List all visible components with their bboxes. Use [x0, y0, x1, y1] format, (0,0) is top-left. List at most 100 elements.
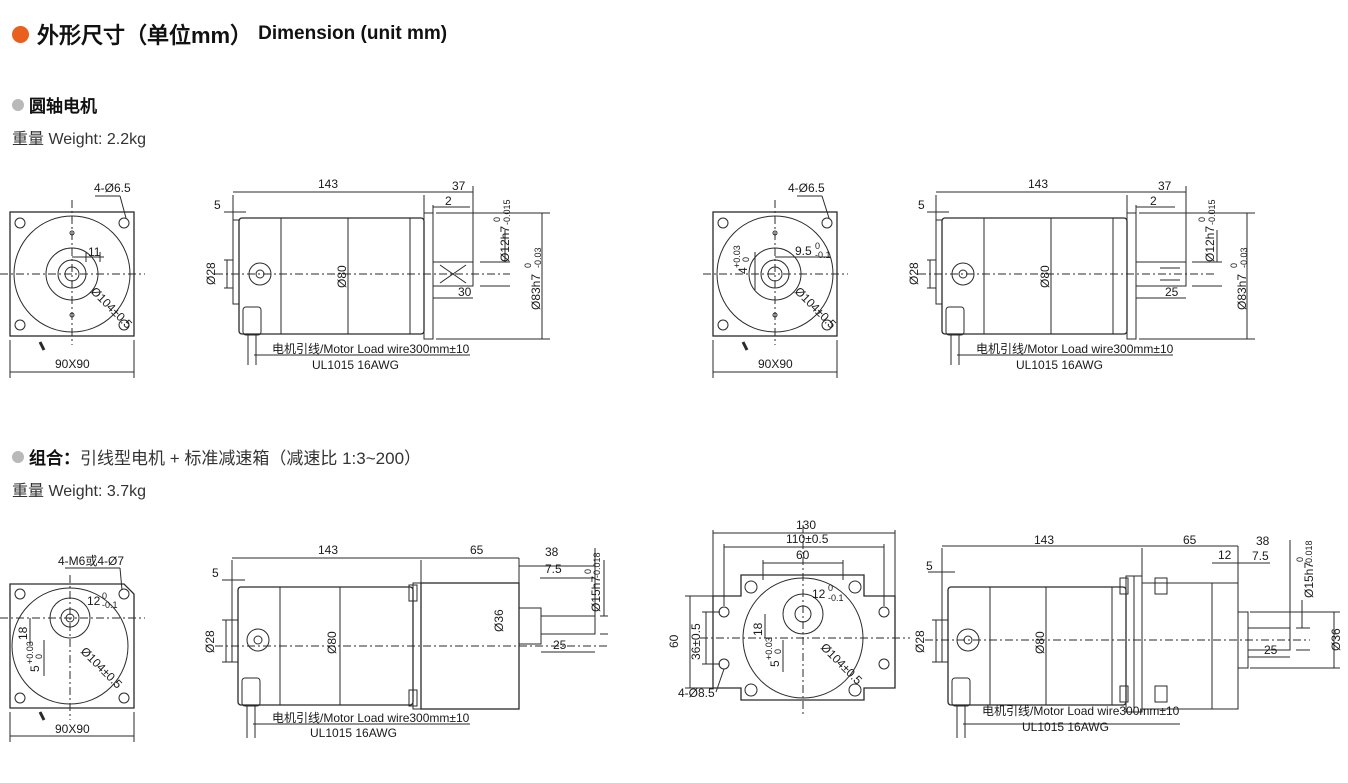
section1-heading: 圆轴电机 [12, 92, 97, 117]
key5-tol-lower-2: 0 [773, 649, 783, 654]
length-2-label-2: 2 [1150, 194, 1157, 208]
key95-tol-lower: -0.1 [815, 250, 831, 260]
shaft12-tol-upper-2: 0 [1197, 217, 1207, 222]
holes-85-label: 4-Ø8.5 [678, 686, 715, 700]
pcd-label: Ø104±0.5 [88, 284, 135, 331]
length-25-label-2: 25 [553, 638, 567, 652]
shaft12-tol-lower: -0.015 [502, 199, 512, 225]
key5-tol-lower: 0 [34, 654, 44, 659]
pilot83-label-2: Ø83h7 [1235, 274, 1249, 310]
frame-size-label-3: 90X90 [55, 722, 90, 736]
gray-bullet-icon [12, 98, 24, 111]
key12-tol-upper-2: 0 [828, 583, 833, 593]
side-view-gearbox-1 [215, 548, 610, 738]
length-37-label: 37 [452, 179, 466, 193]
length-37-label-2: 37 [1158, 179, 1172, 193]
wire-label-2: 电机引线/Motor Load wire300mm±10 [976, 342, 1174, 356]
holes-m6-label: 4-M6或4-Ø7 [58, 554, 124, 568]
section1-weight: 重量 Weight: 2.2kg [12, 125, 146, 149]
shaft12-label-2: Ø12h7 [1203, 226, 1217, 262]
length-12-label: 12 [1218, 548, 1232, 562]
frame-size-label-2: 90X90 [758, 357, 793, 371]
front-view-gearbox-2 [685, 525, 910, 715]
key-width-label: 11 [88, 245, 101, 259]
length-143-label-4: 143 [1034, 533, 1054, 547]
awg-label-3: UL1015 16AWG [310, 726, 397, 740]
front-view-round-shaft-1 [0, 195, 145, 378]
key12-tol-upper: 0 [102, 591, 107, 601]
shaft15-tol-lower: -0.018 [592, 552, 602, 578]
length-5-label-4: 5 [926, 559, 933, 573]
side-view-round-shaft-2 [918, 186, 1255, 365]
length-38-label-2: 38 [1256, 534, 1270, 548]
pcd-label-4: Ø104±0.5 [818, 640, 865, 687]
front-view-gearbox-1 [0, 567, 145, 742]
section1-weight-value: Weight: 2.2kg [48, 131, 147, 148]
d28-label: Ø28 [204, 262, 218, 285]
key5-tol-upper: +0.03 [25, 641, 35, 664]
key5-label: 5 [28, 665, 42, 672]
length-30-label: 30 [458, 285, 472, 299]
d80-label-3: Ø80 [325, 631, 339, 654]
section1-weight-label: 重量 [12, 131, 45, 148]
key12-label-2: 12 [812, 587, 826, 601]
header-title-cn: 外形尺寸（单位mm） [37, 23, 253, 48]
key12-tol-lower-2: -0.1 [828, 593, 844, 603]
section1-title: 圆轴电机 [29, 97, 97, 116]
gray-bullet-icon [12, 450, 24, 463]
shaft15-tol-upper: 0 [583, 569, 593, 574]
wire-label-4: 电机引线/Motor Load wire300mm±10 [982, 704, 1180, 718]
shaft12-tol-upper: 0 [492, 217, 502, 222]
section2-desc: 引线型电机 + 标准减速箱（减速比 1:3~200） [80, 449, 422, 468]
d36-label: Ø36 [492, 609, 506, 632]
length-143-label-2: 143 [1028, 177, 1048, 191]
page-header: 外形尺寸（单位mm） Dimension (unit mm) [12, 18, 447, 50]
wire-label-3: 电机引线/Motor Load wire300mm±10 [272, 711, 470, 725]
key12-tol-lower: -0.1 [102, 600, 118, 610]
shaft12-label: Ø12h7 [498, 226, 512, 262]
key18-label-2: 18 [751, 622, 765, 636]
length-5-label-2: 5 [918, 198, 925, 212]
length-38-label: 38 [545, 545, 559, 559]
length-5-label: 5 [214, 198, 221, 212]
length-143-label-3: 143 [318, 543, 338, 557]
shaft15-tol-lower-2: -0.018 [1304, 540, 1314, 566]
pilot83-label: Ø83h7 [529, 274, 543, 310]
pilot83-tol-upper-2: 0 [1229, 263, 1239, 268]
wire-label: 电机引线/Motor Load wire300mm±10 [272, 342, 470, 356]
length-2-label: 2 [445, 194, 452, 208]
section2-weight: 重量 Weight: 3.7kg [12, 477, 146, 501]
width-130-label: 130 [796, 518, 816, 532]
section2-weight-value: Weight: 3.7kg [48, 483, 147, 500]
d28-label-3: Ø28 [203, 630, 217, 653]
d28-label-4: Ø28 [913, 630, 927, 653]
height-60-label: 60 [667, 634, 681, 648]
key18-label: 18 [16, 626, 30, 640]
awg-label: UL1015 16AWG [312, 358, 399, 372]
side-view-round-shaft-1 [215, 186, 550, 365]
section2-weight-label: 重量 [12, 483, 45, 500]
shaft15-label: Ø15h7 [589, 576, 603, 612]
shaft15-tol-upper-2: 0 [1295, 557, 1305, 562]
width-60-label: 60 [796, 548, 810, 562]
key4-tol-upper: +0.03 [732, 245, 742, 268]
shaft12-tol-lower-2: -0.015 [1207, 199, 1217, 225]
frame-size-label: 90X90 [55, 357, 90, 371]
key95-label: 9.5 [795, 244, 812, 258]
pcd-label-2: Ø104±0.5 [792, 284, 839, 331]
key4-label: 4 [736, 267, 750, 274]
section2-heading: 组合： 引线型电机 + 标准减速箱（减速比 1:3~200） [12, 444, 421, 469]
pilot83-tol-upper: 0 [523, 263, 533, 268]
length-65-label-2: 65 [1183, 533, 1197, 547]
pilot83-tol-lower: -0.03 [533, 247, 543, 268]
length-25-label: 25 [1165, 285, 1179, 299]
key5-tol-upper-2: +0.03 [764, 637, 774, 660]
key12-label: 12 [87, 594, 101, 608]
holes-65-label: 4-Ø6.5 [94, 181, 131, 195]
d28-label-2: Ø28 [907, 262, 921, 285]
length-7-5-label: 7.5 [545, 562, 562, 576]
pilot83-tol-lower-2: -0.03 [1239, 247, 1249, 268]
length-65-label: 65 [470, 543, 484, 557]
section2-title: 组合： [29, 449, 80, 468]
